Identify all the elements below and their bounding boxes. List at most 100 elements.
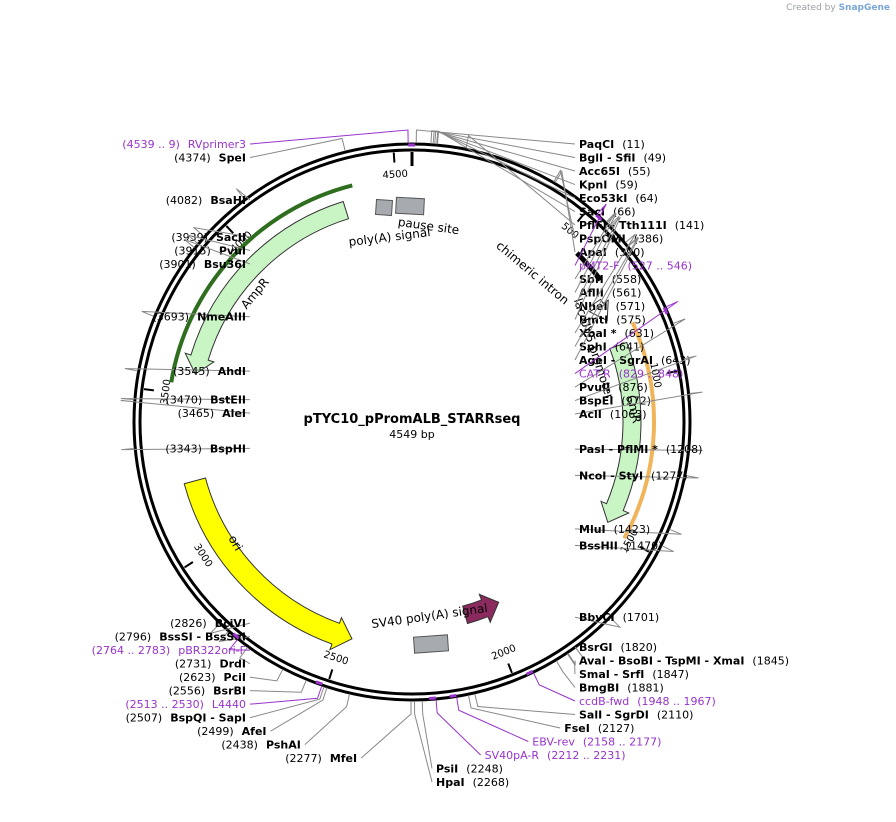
site-position: (2731) bbox=[175, 658, 212, 671]
tick-3000 bbox=[185, 562, 193, 567]
site-label: (3901)Bsu36I bbox=[159, 258, 246, 271]
site-pasi-pflmi: PasI - PflMI *(1208) bbox=[575, 443, 703, 456]
site-position: (1277) bbox=[651, 469, 688, 482]
site-position: (3901) bbox=[159, 258, 196, 271]
site-label: BsrGI(1820) bbox=[579, 641, 657, 654]
feature-label-poly-a-signal: poly(A) signal bbox=[348, 225, 431, 249]
site-position: (1470) bbox=[626, 539, 663, 552]
site-leader bbox=[435, 131, 575, 185]
site-leader bbox=[468, 695, 560, 728]
site-position: (2826) bbox=[170, 617, 207, 630]
site-label: (3470)BstEII bbox=[166, 394, 246, 407]
site-name: HpaI bbox=[436, 776, 465, 789]
primer-label: SV40pA-R (2212 .. 2231) bbox=[485, 749, 626, 762]
site-leader bbox=[415, 701, 432, 782]
primer-range: (2513 .. 2530) bbox=[125, 698, 204, 711]
tick-4500 bbox=[394, 153, 395, 163]
site-label: HpaI(2268) bbox=[436, 776, 509, 789]
site-position: (2248) bbox=[466, 762, 503, 775]
site-name: KpnI bbox=[579, 179, 607, 192]
site-name: SphI bbox=[579, 341, 607, 354]
site-bsahi: (4082)BsaHI bbox=[166, 189, 250, 207]
primer-label: CAT-R(829 .. 848) bbox=[579, 368, 683, 381]
primer-range: (4539 .. 9) bbox=[122, 138, 180, 151]
site-ncoi-styi: NcoI - StyI(1277) bbox=[575, 469, 699, 482]
site-name: BmgBI bbox=[579, 681, 619, 694]
site-name: PshAI bbox=[266, 739, 301, 752]
tick-label-500: 500 bbox=[559, 221, 581, 242]
primer-name: SV40pA-R bbox=[485, 749, 540, 762]
primer-label: ccdB-fwd(1948 .. 1967) bbox=[579, 695, 716, 708]
feature-label-sv40-poly-a-signal: SV40 poly(A) signal bbox=[370, 601, 488, 631]
site-name: AhdI bbox=[218, 365, 246, 378]
site-name: BssSI - BssSαI bbox=[159, 631, 246, 644]
site-name: BspHI bbox=[210, 442, 246, 455]
site-name: Acc65I bbox=[579, 165, 620, 178]
feature-label-chimeric-intron: chimeric intron bbox=[493, 238, 571, 307]
site-leader bbox=[556, 661, 575, 688]
site-label: SalI - SgrDI(2110) bbox=[579, 708, 693, 721]
site-label: BmgBI(1881) bbox=[579, 681, 664, 694]
tick-label-2500: 2500 bbox=[322, 649, 350, 667]
site-label: PaqCI(11) bbox=[579, 138, 645, 151]
site-label: (2507)BspQI - SapI bbox=[126, 712, 246, 725]
primer-leader bbox=[457, 697, 529, 741]
tick-2000 bbox=[508, 664, 512, 673]
primer-name: CAT-R bbox=[579, 368, 611, 381]
site-label: (3915)PvuI bbox=[174, 244, 246, 257]
site-avai-bsobi-tspmi-xmai: AvaI - BsoBI - TspMI - XmaI(1845) bbox=[568, 653, 789, 667]
site-pcii: (2623)PciI bbox=[179, 669, 283, 684]
site-name: DrdI bbox=[219, 658, 246, 671]
site-name: SacII bbox=[216, 231, 246, 244]
site-position: (3693) bbox=[153, 311, 190, 324]
site-label: PsiI(2248) bbox=[436, 762, 503, 775]
site-label: PspOMI(386) bbox=[579, 233, 663, 246]
site-leader bbox=[568, 653, 575, 664]
site-name: PciI bbox=[224, 671, 246, 684]
primer-range: (1948 .. 1967) bbox=[637, 695, 716, 708]
primer-name: L4440 bbox=[212, 698, 246, 711]
site-position: (561) bbox=[612, 287, 642, 300]
site-sacii: (3939)SacII bbox=[171, 228, 250, 244]
credit-prefix: Created by bbox=[786, 3, 836, 13]
site-label: (3465)AleI bbox=[178, 407, 246, 420]
site-name: SmaI - SrfI bbox=[579, 668, 644, 681]
site-name: NmeAIII bbox=[197, 311, 246, 324]
tick-2500 bbox=[329, 669, 332, 679]
site-name: AfeI bbox=[242, 725, 267, 738]
site-position: (2277) bbox=[285, 752, 322, 765]
polya-signal-box bbox=[375, 199, 392, 215]
site-position: (3470) bbox=[166, 394, 203, 407]
site-position: (66) bbox=[613, 206, 636, 219]
primer-mark bbox=[429, 698, 436, 699]
primer-leader bbox=[250, 130, 408, 144]
site-position: (64) bbox=[635, 192, 658, 205]
sv40-polya-box bbox=[413, 635, 448, 653]
site-label: AclI(1063) bbox=[579, 408, 646, 421]
site-name: PflFI - Tth111I bbox=[579, 219, 667, 232]
site-name: SpeI bbox=[219, 152, 246, 165]
feature-label-ccdb: ccdB bbox=[504, 595, 536, 623]
site-name: BsrBI bbox=[213, 685, 246, 698]
site-label: (2623)PciI bbox=[179, 671, 246, 684]
site-name: BbvCI bbox=[579, 611, 615, 624]
site-label: AgeI - SgrAI(643) bbox=[579, 354, 691, 367]
site-position: (2110) bbox=[657, 708, 694, 721]
site-position: (141) bbox=[675, 219, 705, 232]
site-name: AflII bbox=[579, 287, 604, 300]
site-position: (1701) bbox=[623, 611, 660, 624]
tick-label-3000: 3000 bbox=[191, 542, 214, 569]
site-position: (59) bbox=[615, 179, 638, 192]
site-leader bbox=[361, 701, 411, 758]
site-name: BsaHI bbox=[210, 194, 246, 207]
site-name: FseI bbox=[564, 722, 590, 735]
site-name: BspEI bbox=[579, 395, 613, 408]
site-leader bbox=[250, 669, 283, 681]
site-name: SbfI bbox=[579, 273, 604, 286]
site-label: SmaI - SrfI(1847) bbox=[579, 668, 689, 681]
site-label: (2438)PshAI bbox=[221, 739, 300, 752]
site-position: (643) bbox=[661, 354, 691, 367]
site-position: (1063) bbox=[610, 408, 647, 421]
pause-site-box bbox=[396, 197, 425, 214]
primer-range: (2212 .. 2231) bbox=[547, 749, 626, 762]
